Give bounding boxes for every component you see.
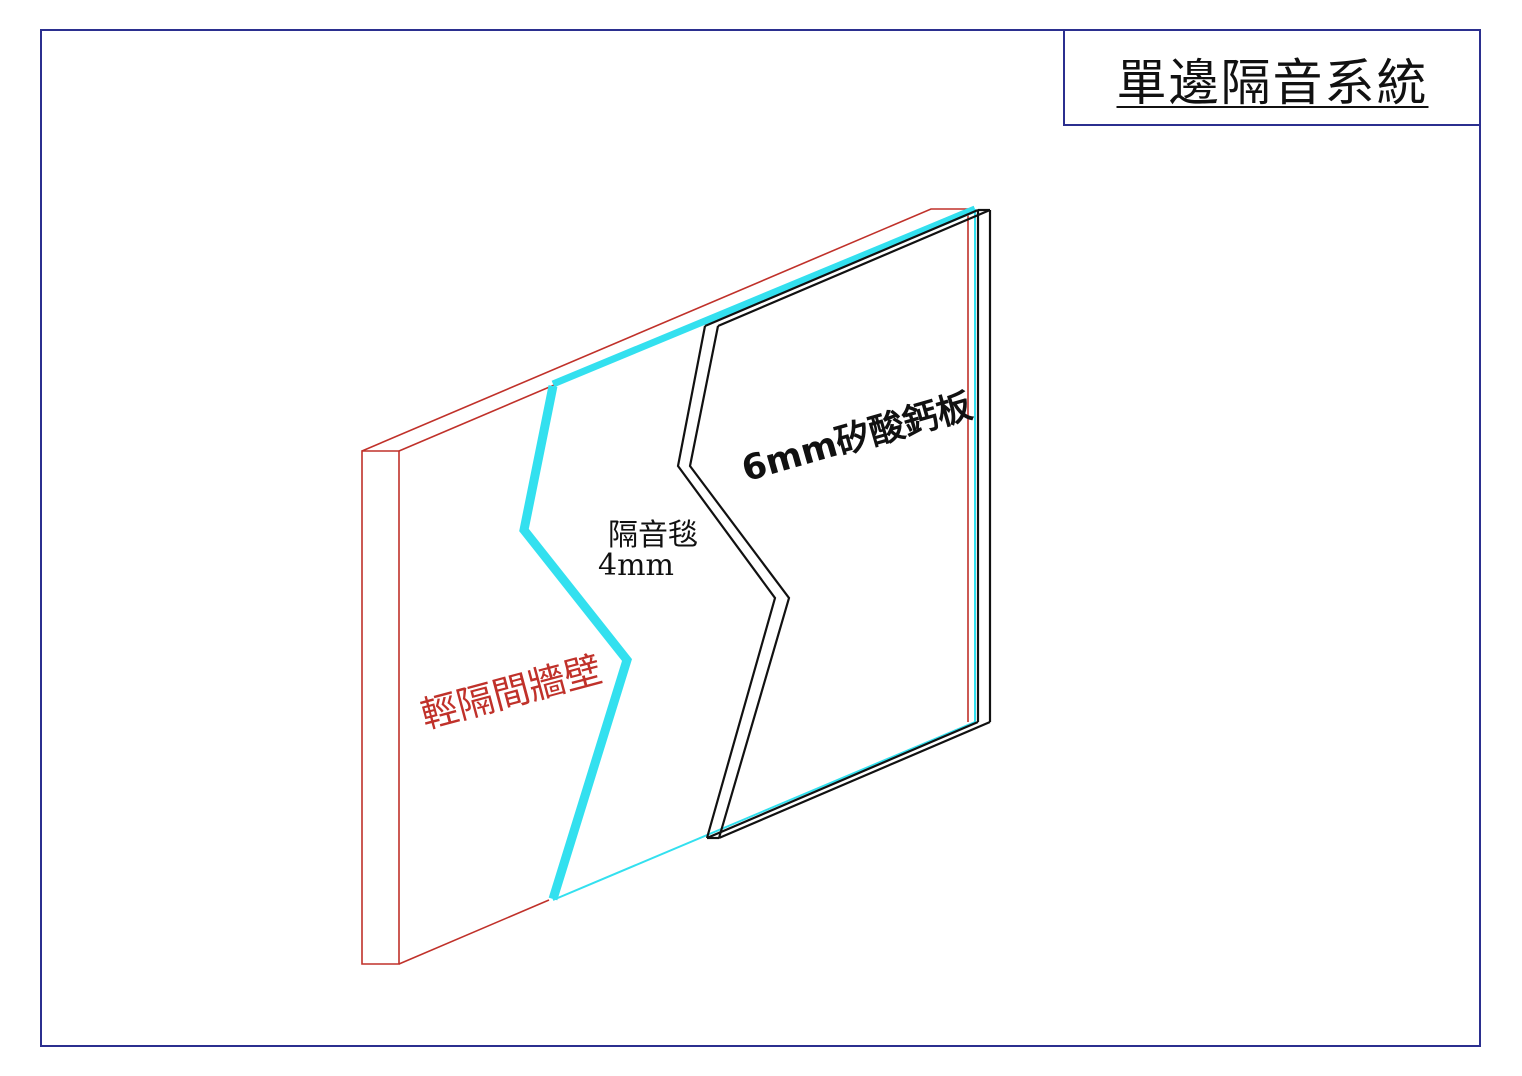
diagram-title: 單邊隔音系統 — [1116, 54, 1429, 112]
page-frame — [40, 29, 1481, 1047]
board-break-back — [688, 325, 791, 839]
title-box: 單邊隔音系統 — [1063, 30, 1480, 126]
board-top-front — [704, 208, 979, 328]
board-top-back — [717, 208, 991, 328]
insulation-blanket — [519, 205, 977, 901]
blanket-bottom-edge — [552, 721, 976, 901]
blanket-label: 隔音毯 — [608, 518, 698, 553]
partition-wall — [361, 208, 969, 965]
wall-left-edge — [361, 450, 400, 965]
wall-top-edge — [361, 208, 968, 452]
board-bottom-front — [706, 720, 979, 840]
board-break-front — [676, 325, 777, 839]
blanket-thickness-label: 4mm — [598, 548, 674, 583]
silicate-board — [676, 208, 992, 840]
blanket-break-edge — [519, 385, 633, 901]
wall-bottom-edge — [398, 899, 550, 965]
board-bottom-back — [718, 720, 991, 840]
blanket-top-edge — [551, 205, 977, 388]
